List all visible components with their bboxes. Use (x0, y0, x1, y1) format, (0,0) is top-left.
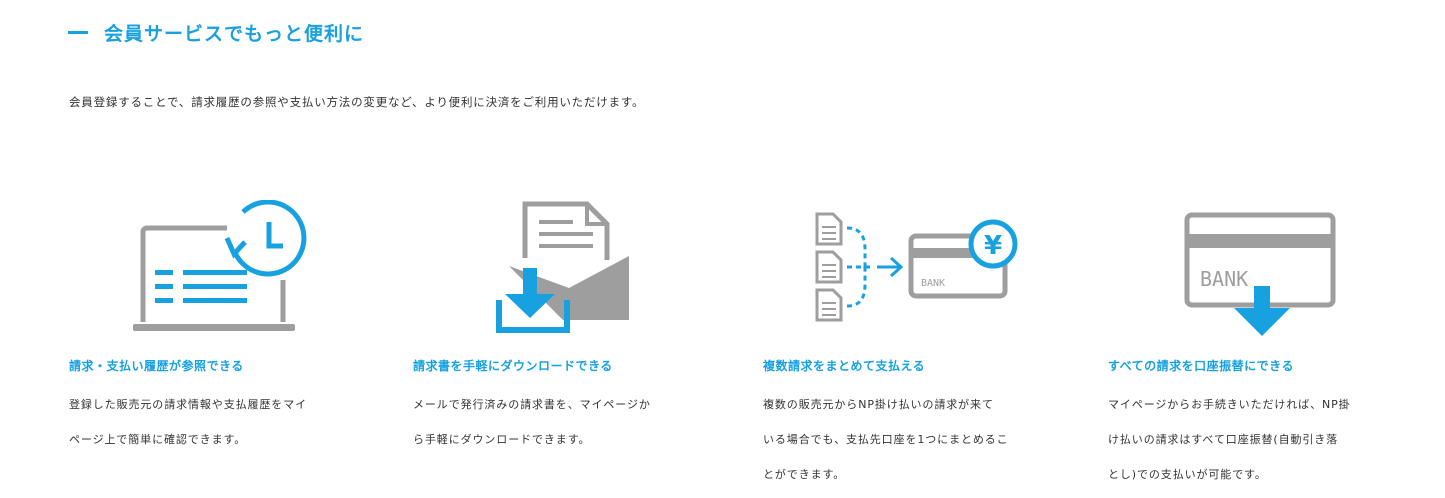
feature-title: 請求・支払い履歴が参照できる (69, 359, 244, 373)
feature-description: 登録した販売元の請求情報や支払履歴をマイ ページ上で簡単に確認できます。 (69, 398, 307, 446)
laptop-history-clock-icon (133, 200, 307, 331)
documents-to-bank-card-icon: BANK ¥ (815, 212, 1018, 322)
feature-description: マイページからお手続きいただければ、NP掛 け払いの請求はすべて口座振替(自動引… (1108, 398, 1351, 481)
feature-description: 複数の販売元からNP掛け払いの請求が来て いる場合でも、支払先口座を1つにまとめ… (763, 398, 1009, 481)
invoice-download-icon (496, 201, 629, 333)
section-lead: 会員登録することで、請求履歴の参照や支払い方法の変更など、より便利に決済をご利用… (69, 95, 645, 109)
bank-label: BANK (1200, 267, 1248, 291)
feature-description: メールで発行済みの請求書を、マイページか ら手軽にダウンロードできます。 (413, 398, 651, 446)
bank-account-transfer-icon: BANK (1184, 212, 1336, 336)
section-title: 会員サービスでもっと便利に (104, 22, 365, 45)
yen-symbol: ¥ (984, 231, 1002, 261)
feature-title: 請求書を手軽にダウンロードできる (413, 359, 613, 373)
section-heading: 会員サービスでもっと便利に (68, 18, 364, 46)
heading-dash (68, 30, 88, 34)
feature-title: すべての請求を口座振替にできる (1108, 359, 1294, 373)
feature-title: 複数請求をまとめて支払える (763, 359, 926, 373)
bank-label: BANK (921, 278, 945, 289)
